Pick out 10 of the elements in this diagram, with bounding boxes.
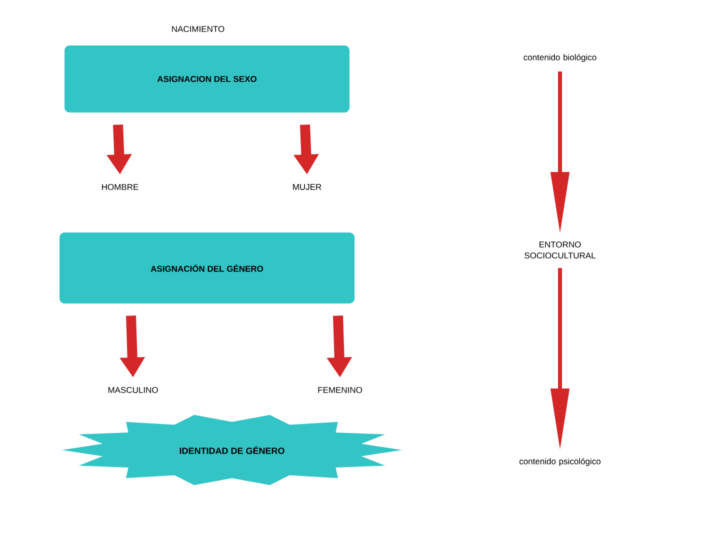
label-text: HOMBRE (102, 184, 138, 190)
label-text: MASCULINO (108, 387, 158, 393)
label-text: ENTORNO SOCIOCULTURAL (524, 242, 596, 258)
process-box: ASIGNACION DEL SEXO (64, 46, 350, 112)
heading-text: NACIMIENTO (172, 26, 224, 32)
label-text: MUJER (293, 184, 322, 190)
label-text: contenido psicológico (520, 458, 600, 466)
process-box: ASIGNACIÓN DEL GÉNERO (60, 232, 354, 304)
label-text: FEMENINO (318, 387, 362, 393)
label-text: contenido biológico (524, 54, 596, 62)
